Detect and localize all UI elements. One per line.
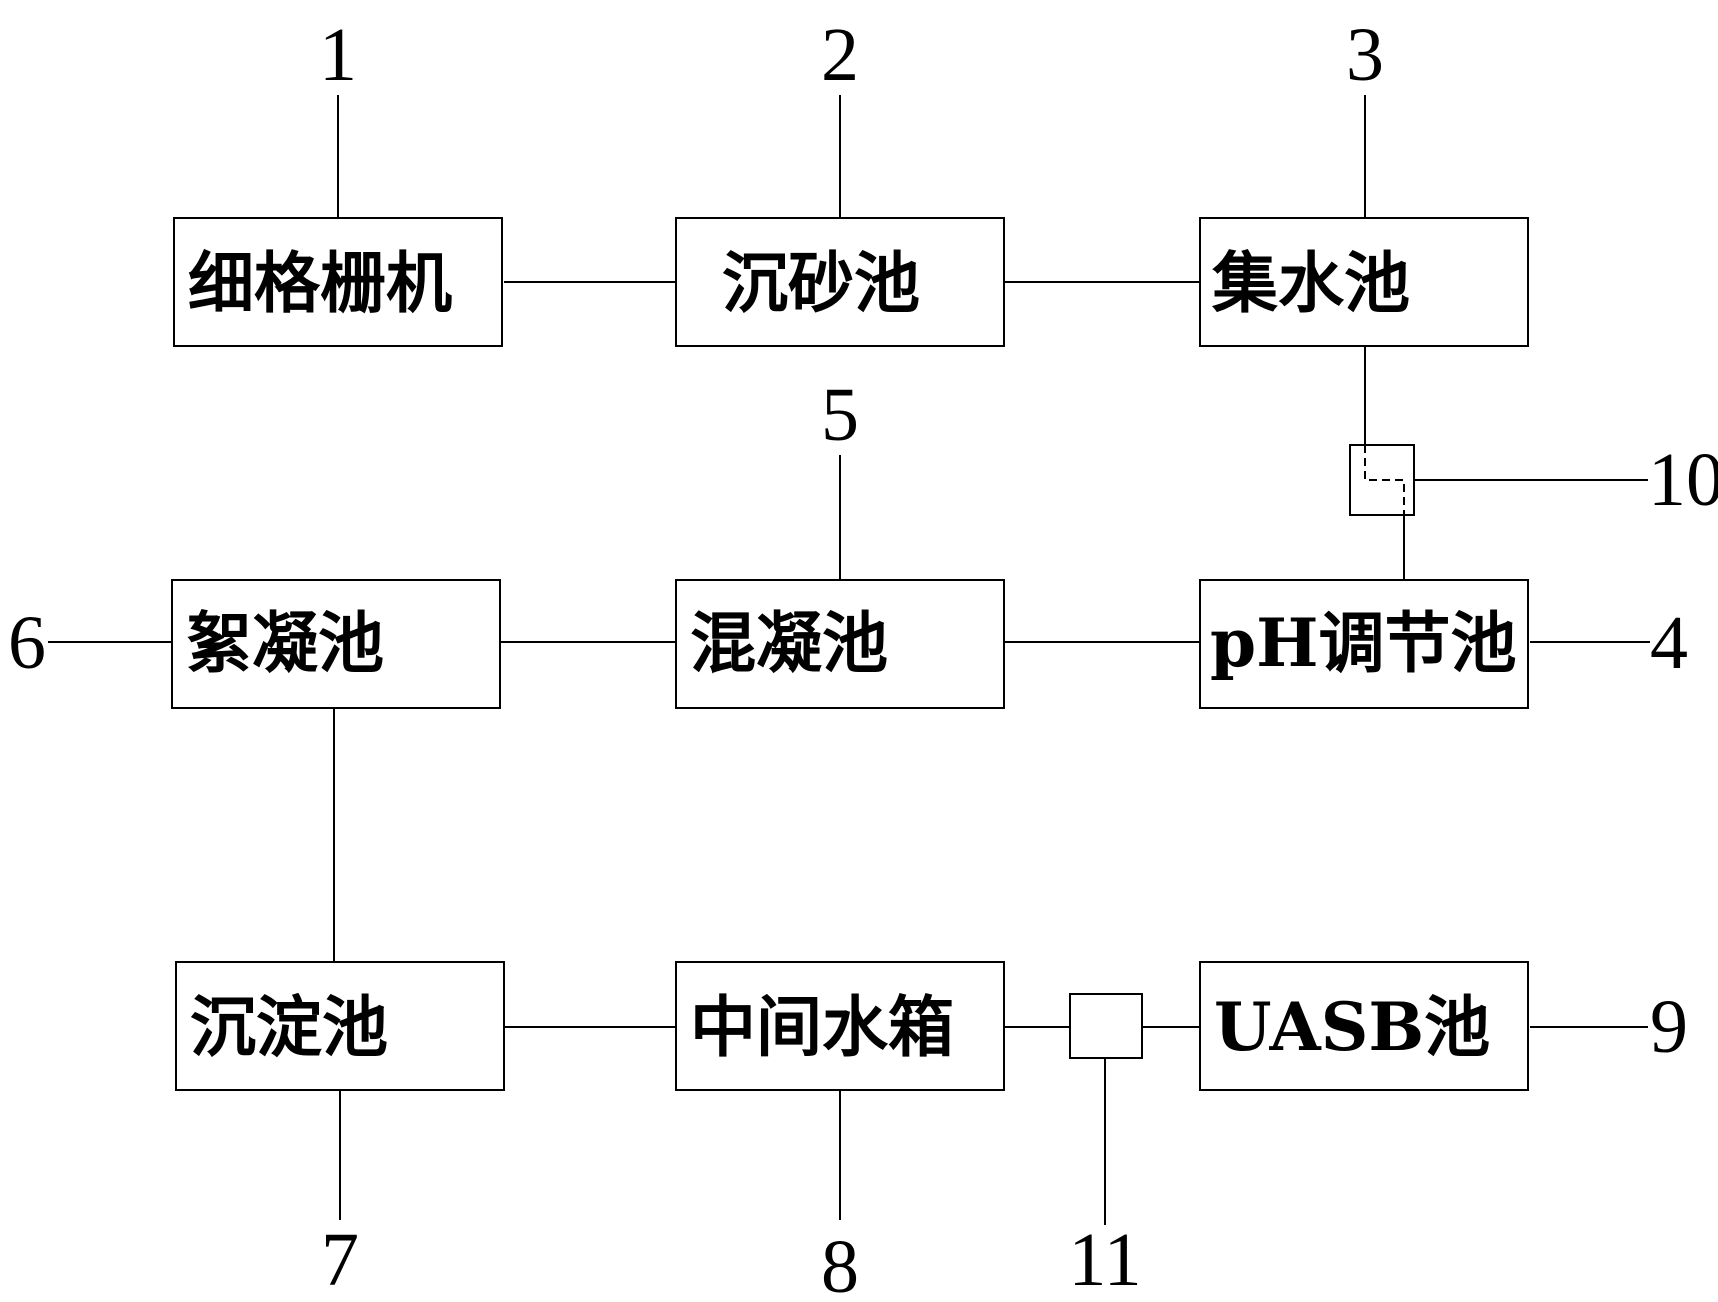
box-ph-tank <box>1199 579 1529 709</box>
box-labels: 细格栅机 沉砂池 集水池 絮凝池 混凝池 pH调节池 沉淀池 中间水箱 UASB… <box>186 244 1517 1066</box>
ref-number-1: 1 <box>319 13 357 97</box>
box-intermediate-tank <box>675 961 1005 1091</box>
label-coagulation-tank: 混凝池 <box>690 604 888 682</box>
label-grit-chamber: 沉砂池 <box>722 244 920 322</box>
label-intermediate-tank: 中间水箱 <box>690 988 954 1066</box>
ref-number-4: 4 <box>1650 601 1688 685</box>
label-ph-tank: pH调节池 <box>1210 604 1517 682</box>
connector-lines <box>48 95 1650 1225</box>
box-sedimentation-tank <box>175 961 505 1091</box>
ref-number-9: 9 <box>1650 985 1688 1069</box>
component-11-box <box>1069 993 1143 1059</box>
box-fine-screen <box>173 217 503 347</box>
ref-number-2: 2 <box>821 13 859 97</box>
ref-number-6: 6 <box>8 601 46 685</box>
ref-number-10: 10 <box>1648 438 1718 522</box>
ref-number-5: 5 <box>821 373 859 457</box>
reference-numbers: 1 2 3 5 10 6 4 9 7 8 11 <box>8 13 1718 1302</box>
label-collection-tank: 集水池 <box>1211 244 1410 322</box>
label-fine-screen: 细格栅机 <box>188 244 452 322</box>
process-boxes <box>171 217 1529 1091</box>
box-flocculation-tank <box>171 579 501 709</box>
label-sedimentation-tank: 沉淀池 <box>190 988 388 1066</box>
ref-number-11: 11 <box>1068 1218 1141 1302</box>
box-grit-chamber <box>675 217 1005 347</box>
box-coagulation-tank <box>675 579 1005 709</box>
box-collection-tank <box>1199 217 1529 347</box>
ref-number-3: 3 <box>1346 13 1384 97</box>
label-flocculation-tank: 絮凝池 <box>186 604 384 682</box>
ref-number-7: 7 <box>321 1218 359 1302</box>
ref-number-8: 8 <box>821 1225 859 1302</box>
label-uasb-tank: UASB池 <box>1214 988 1490 1066</box>
component-10-pipe <box>1364 445 1405 515</box>
box-uasb-tank <box>1199 961 1529 1091</box>
